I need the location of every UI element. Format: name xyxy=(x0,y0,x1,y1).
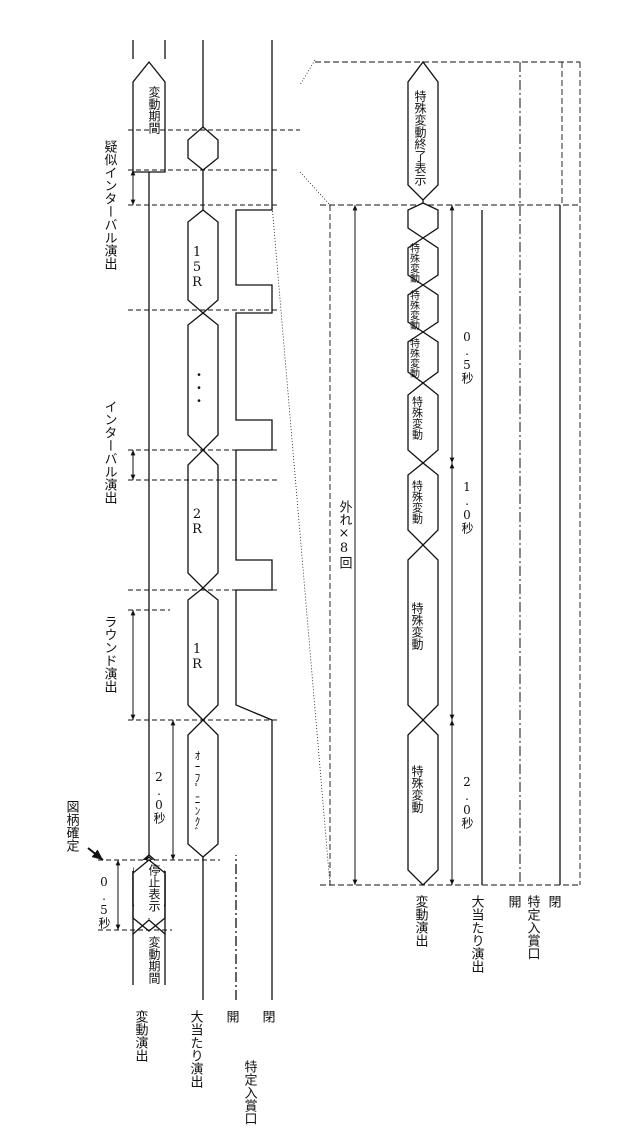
tokushu-1: 特殊変動 xyxy=(410,764,424,813)
left-timing-chart: 変動期間 停止表示 変動期間 xyxy=(133,40,272,1000)
left-t20: 2.0秒 xyxy=(152,770,166,824)
right-ooatari-label: 大当たり演出 xyxy=(469,895,485,973)
right-t10: 1.0秒 xyxy=(460,480,474,534)
round-label: ラウンド演出 xyxy=(102,615,118,693)
top-annotations: 図柄確定 ラウンド演出 インターバル演出 疑似インターバル演出 xyxy=(64,139,118,860)
end-display-label: 特殊変動終了表示 xyxy=(413,89,427,186)
teishi-hyouji-label: 停止表示 xyxy=(147,863,161,912)
opening-label: ｵｰﾌﾟﾆﾝｸﾞ xyxy=(191,750,204,838)
right-t05: 0.5秒 xyxy=(460,330,474,384)
left-t05: 0.5秒 xyxy=(97,875,111,929)
r1-label: 1R xyxy=(190,642,205,672)
right-timing-chart: 外れ×8回 特殊変動 特殊変動 特殊変動 特殊変動 特殊変動 特殊変動 特殊変動… xyxy=(315,62,580,973)
left-open-label: 開 xyxy=(224,1010,239,1024)
zugara-label: 図柄確定 xyxy=(64,800,80,853)
left-tokutei-row xyxy=(236,40,272,1000)
left-tokutei-label: 特定入賞口 xyxy=(242,1060,258,1125)
gizi-interval-label: 疑似インターバル演出 xyxy=(102,139,118,270)
tokushu-6: 特殊変動 xyxy=(408,290,420,331)
tokushu-4: 特殊変動 xyxy=(411,395,424,441)
interval-label: インターバル演出 xyxy=(102,400,118,504)
hazure-label: 外れ×8回 xyxy=(337,500,353,569)
left-hendou-label: 変動演出 xyxy=(133,1009,149,1062)
left-closed-label: 閉 xyxy=(260,1010,275,1024)
dots-label: ・・・ xyxy=(190,368,205,407)
right-open-label: 開 xyxy=(506,895,521,909)
left-ooatari-label: 大当たり演出 xyxy=(188,1010,204,1088)
right-hendou-label: 変動演出 xyxy=(413,894,429,947)
right-closed-label: 閉 xyxy=(546,895,561,909)
r15-label: 15R xyxy=(190,245,205,290)
hendou-kikan-top: 変動期間 xyxy=(147,85,161,134)
tokushu-5: 特殊変動 xyxy=(408,338,420,379)
tokushu-2: 特殊変動 xyxy=(410,601,424,650)
hendou-kikan-end-label: 変動期間 xyxy=(147,85,161,134)
right-tokutei-label: 特定入賞口 xyxy=(525,895,541,960)
hendou-kikan-label: 変動期間 xyxy=(147,935,161,984)
right-t20: 2.0秒 xyxy=(460,775,474,829)
r2-label: 2R xyxy=(190,507,205,537)
connectors xyxy=(272,60,330,885)
tokushu-7: 特殊変動 xyxy=(408,243,420,284)
tokushu-3: 特殊変動 xyxy=(411,479,424,525)
